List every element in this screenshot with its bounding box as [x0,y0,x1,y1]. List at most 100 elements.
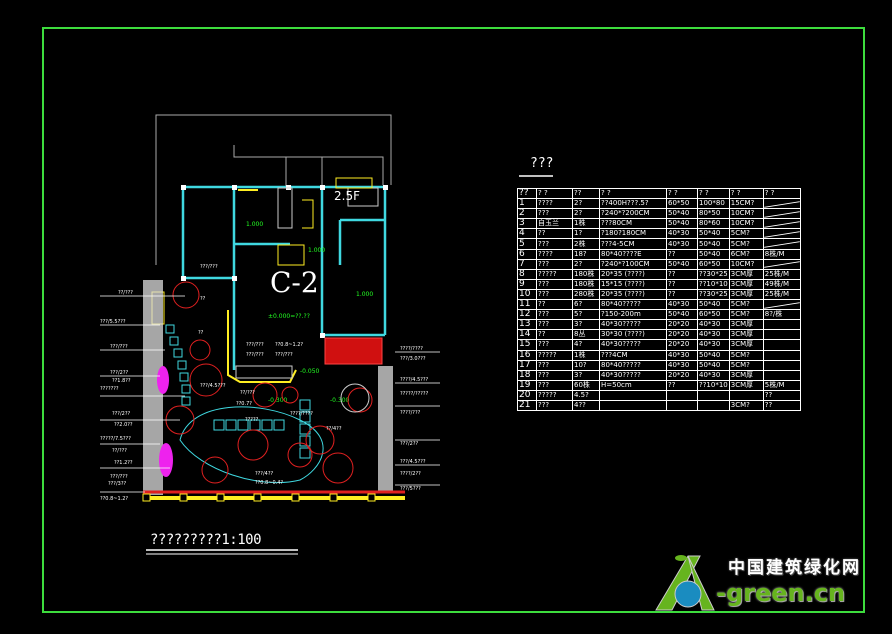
shrub-magenta [159,443,173,477]
table-cell: ???80CM [599,218,667,230]
table-cell: ?? [536,299,573,311]
table-cell: 100*80 [697,198,730,210]
table-cell: 2? [572,198,600,210]
table-cell: 18? [572,248,600,260]
table-cell: 5株/M [762,379,801,391]
sheet-title: ?????????1:100 [150,532,262,548]
table-cell: 14 [517,329,537,341]
svg-text:???/2??: ???/2?? [112,411,130,417]
table-cell: ??? [536,238,573,250]
svg-text:???/???: ???/??? [200,264,218,270]
table-cell: 5CM? [728,299,764,311]
table-header-cell: ?? [572,187,600,200]
svg-text:???/2??: ???/2?? [110,370,128,376]
table-cell: 15CM? [728,198,764,210]
table-cell: ??? [536,359,573,371]
table-cell [599,389,667,401]
table-cell: ???? [536,198,573,210]
table-cell [762,339,801,351]
svg-text:???/4??: ???/4?? [255,471,273,477]
table-cell: 3? [572,319,600,331]
table-cell: 20*20 [666,369,698,381]
svg-text:-0.050: -0.050 [300,368,320,375]
svg-text:???/5???: ???/5??? [400,486,421,492]
table-cell [762,369,801,381]
table-cell: 60株 [572,379,600,391]
table-cell: ??? [536,399,573,412]
elevation-marks: 1.000 1.000 1.000 ±0.000=??.?? -0.050 -0… [246,221,373,404]
svg-text:???????: ??????? [100,386,119,392]
svg-text:-0.300: -0.300 [330,397,350,404]
table-cell: ?? [762,399,801,412]
watermark-cn: 中国建筑绿化网 [728,558,861,578]
table-cell: 8?/株 [762,309,801,321]
table-cell [762,319,801,331]
table-cell: 6CM? [728,248,764,260]
table-cell: ?? [762,389,801,401]
table-cell: ?240*?100CM [599,258,667,270]
table-header-cell: ? ? [728,187,764,200]
site-plan: C-2 2.5F 1.000 1.000 1.000 ±0.000=??.?? … [100,114,440,502]
svg-text:????/????: ????/???? [290,411,313,417]
svg-text:???/4.5???: ???/4.5??? [200,383,226,389]
table-cell: 3CM厚 [728,278,764,290]
table-cell: 30*30 (????) [599,329,667,341]
hedge-right [378,366,393,491]
svg-text:???/4.5???: ???/4.5??? [400,459,426,465]
table-cell: 40*30 [666,228,698,240]
table-cell: 2株 [572,238,600,250]
table-cell: 80*40????? [599,299,667,311]
round-feature [340,383,370,413]
svg-text:???/???: ???/??? [246,352,264,358]
table-cell: ??? [536,208,573,220]
table-cell [697,399,730,412]
svg-text:???/3.0???: ???/3.0??? [400,356,426,362]
svg-text:??/4??: ??/4?? [326,426,342,432]
table-cell: 20*20 [666,319,698,331]
svg-text:??2.0??: ??2.0?? [114,422,133,428]
svg-text:??: ?? [200,296,206,302]
table-cell: 20*35 (????) [599,288,667,301]
table-cell: 9 [517,278,537,290]
svg-text:????/???: ????/??? [400,410,421,416]
table-cell [762,218,801,230]
table-cell: ?? [536,329,573,341]
table-cell: 20*20 [666,339,698,351]
table-cell: 21 [517,399,537,412]
svg-text:???/3??: ???/3?? [108,481,126,487]
table-cell: 3CM厚 [728,369,764,381]
svg-text:?????: ????? [245,417,259,423]
table-cell [762,299,801,311]
table-cell: 4.5? [572,389,600,401]
entry-porch [285,156,323,188]
tree-symbols [165,281,373,484]
shrub-magenta [157,366,169,394]
table-cell: ??? [536,319,573,331]
table-cell: 50*40 [697,248,730,260]
table-cell: 20 [517,389,537,401]
table-cell: 80*40????? [599,359,667,371]
table-cell: 3CM厚 [728,268,764,280]
table-cell: 5CM? [728,309,764,321]
table-title: ??? [530,156,554,171]
plant-labels: ??/??? ???/5.5??? ???/??? ???/2?? ??????… [100,264,429,502]
table-cell: 13 [517,319,537,331]
table-cell: 50*40 [666,208,698,220]
table-cell: 49株/M [762,278,801,290]
table-cell: 280株 [572,288,600,301]
table-cell: ?? [666,379,698,391]
watermark-logo: 中国建筑绿化网 -green.cn [648,548,868,614]
table-cell: 20*20 [666,329,698,341]
table-cell: ??10*10 [697,278,730,290]
watermark-en: -green.cn [716,579,846,607]
table-cell: 40*30 [697,369,730,381]
table-cell: ?? [666,278,698,290]
table-cell: 60*50 [697,309,730,321]
